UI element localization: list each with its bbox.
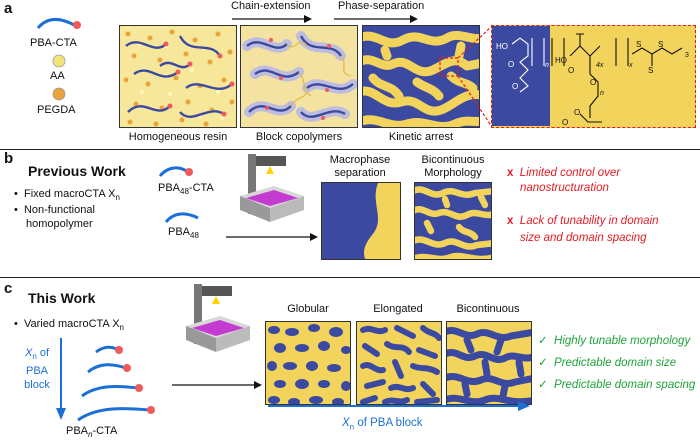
panel-b-letter: b (4, 150, 13, 167)
aa-legend-icon (51, 53, 67, 69)
chem-s-2: S (658, 40, 663, 49)
panel-a-letter: a (4, 0, 12, 17)
zoom-indicator (430, 25, 500, 135)
limit-2: x Lack of tunability in domain (507, 215, 659, 227)
chem-x: x (629, 62, 633, 69)
advantage-1: ✓ Highly tunable morphology (538, 333, 690, 347)
chem-n-2: n (600, 90, 604, 97)
xn-bottom-label: Xn of PBA block (342, 417, 423, 431)
divider-ab (0, 149, 700, 150)
phase-separation-label: Phase-separation (338, 0, 424, 12)
3d-printer-icon-b (230, 152, 310, 232)
3d-printer-icon-c (176, 282, 256, 362)
xn-bottom-arrow (268, 401, 530, 411)
bullet-fixed: • Fixed macroCTA Xn (14, 188, 120, 202)
chem-s-3: S (648, 66, 653, 75)
bicontinuous-image-c (446, 321, 532, 405)
chem-o-5: O (574, 108, 580, 117)
advantage-3: ✓ Predictable domain spacing (538, 377, 695, 391)
homogeneous-resin-caption: Homogeneous resin (118, 131, 238, 143)
chemical-structure-drawing (492, 26, 696, 128)
chem-o-2: O (512, 82, 518, 91)
pba-n-cta-label: PBAn-CTA (66, 425, 117, 439)
xn-axis-label: Xn of PBA block (20, 346, 54, 392)
pegda-legend-icon (51, 86, 67, 102)
chain-extension-arrow (232, 14, 312, 24)
limit-1: x Limited control over (507, 167, 620, 179)
chem-n-1: n (545, 62, 549, 69)
advantage-2: ✓ Predictable domain size (538, 355, 676, 369)
block-copolymers-caption: Block copolymers (239, 131, 359, 143)
pba-cta-legend-label: PBA-CTA (30, 37, 77, 49)
chem-o-1: O (508, 60, 514, 69)
xn-axis-arrow (55, 338, 67, 420)
this-work-title: This Work (28, 290, 95, 306)
pba48-cta-icon (158, 162, 198, 182)
bicontinuous-image-b (414, 182, 492, 260)
panel-c-letter: c (4, 280, 12, 297)
macrophase-image (321, 182, 401, 260)
bullet-homopolymer: homopolymer (26, 218, 93, 230)
chem-ho-2: HO (555, 56, 567, 65)
chem-3: 3 (685, 52, 689, 59)
chem-o-4: O (590, 78, 596, 87)
limit-2-cont: size and domain spacing (520, 232, 647, 244)
previous-work-title: Previous Work (28, 163, 126, 179)
bullet-varied: • nVaried macroCTA Xn (14, 318, 124, 332)
pba48-icon (164, 208, 204, 228)
chain-extension-label: Chain-extension (231, 0, 311, 12)
chem-o-6: O (562, 118, 568, 127)
chemical-structure-panel: HO O O n HO O 4x x S S S 3 O n O O (491, 25, 696, 128)
chem-ho-1: HO (496, 42, 508, 51)
chem-s-1: S (636, 40, 641, 49)
pba48-label: PBA48 (168, 226, 199, 240)
pba-n-cta-icons (76, 344, 166, 430)
chem-4x: 4x (596, 62, 603, 69)
bullet-nonfunctional: • Non-functional (14, 204, 95, 216)
block-copolymers-image (240, 25, 358, 128)
globular-image (265, 321, 351, 405)
elongated-image (356, 321, 442, 405)
phase-separation-arrow (334, 14, 418, 24)
elongated-label: Elongated (355, 303, 441, 315)
pba48-cta-label: PBA48-CTA (158, 182, 214, 196)
divider-bc (0, 277, 700, 278)
pegda-legend-label: PEGDA (37, 104, 76, 116)
bicontinuous-label-c: Bicontinuous (445, 303, 531, 315)
chem-o-3: O (568, 66, 574, 75)
pba-cta-legend-icon (36, 14, 86, 36)
arrow-c (172, 380, 262, 390)
limit-1-cont: nanostructuration (520, 182, 609, 194)
homogeneous-resin-image (119, 25, 237, 128)
arrow-b (226, 232, 318, 242)
globular-label: Globular (265, 303, 351, 315)
aa-legend-label: AA (50, 70, 65, 82)
